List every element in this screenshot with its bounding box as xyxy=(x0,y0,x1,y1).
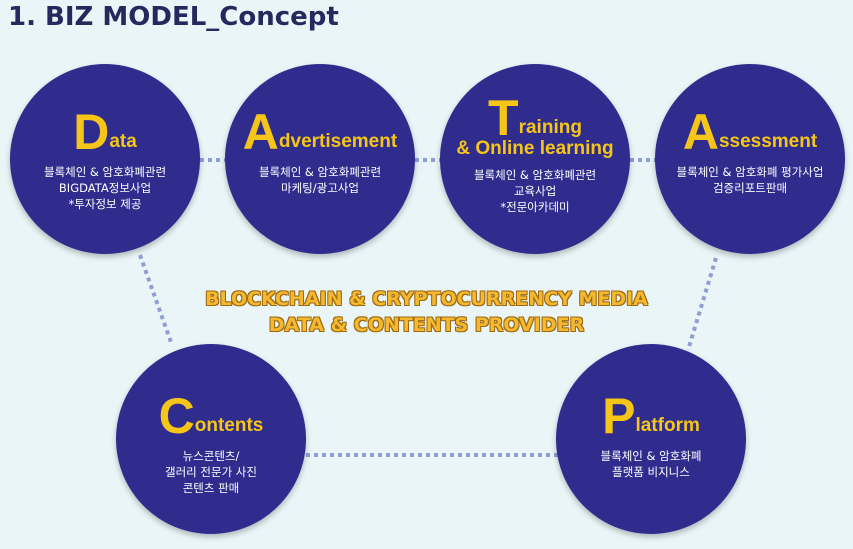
node-training-desc-line: 블록체인 & 암호화폐관련 xyxy=(473,168,597,182)
node-advertisement: A dvertisement 블록체인 & 암호화폐관련 마케팅/광고사업 xyxy=(225,64,415,254)
node-advertisement-desc: 블록체인 & 암호화폐관련 마케팅/광고사업 xyxy=(259,164,381,196)
node-training-rest: raining xyxy=(518,117,582,138)
node-data: D ata 블록체인 & 암호화폐관련 BIGDATA정보사업 *투자정보 제공 xyxy=(10,64,200,254)
node-training-desc-line: *전문아카데미 xyxy=(500,200,570,214)
node-advertisement-desc-line: 마케팅/광고사업 xyxy=(281,181,359,195)
node-contents-desc: 뉴스콘텐츠/ 갤러리 전문가 사진 콘텐츠 판매 xyxy=(165,448,257,496)
center-statement-line1: BLOCKCHAIN & CRYPTOCURRENCY MEDIA xyxy=(205,288,648,310)
node-platform-headline: P latform xyxy=(602,388,700,444)
node-assessment-rest: ssessment xyxy=(718,131,818,152)
node-platform-rest: latform xyxy=(635,415,700,436)
node-advertisement-initial: A xyxy=(242,104,279,160)
node-data-initial: D xyxy=(73,104,110,160)
node-contents-desc-line: 갤러리 전문가 사진 xyxy=(165,465,257,479)
node-training-headline: T raining & Online learning xyxy=(456,90,614,159)
node-contents-rest: ontents xyxy=(194,415,264,436)
node-platform: P latform 블록체인 & 암호화폐 플랫폼 비지니스 xyxy=(556,344,746,534)
node-data-desc-line: 블록체인 & 암호화폐관련 xyxy=(43,165,167,179)
node-training-desc-line: 교육사업 xyxy=(513,184,557,198)
node-data-desc: 블록체인 & 암호화폐관련 BIGDATA정보사업 *투자정보 제공 xyxy=(44,164,166,212)
node-platform-desc: 블록체인 & 암호화폐 플랫폼 비지니스 xyxy=(601,448,702,480)
node-training: T raining & Online learning 블록체인 & 암호화폐관… xyxy=(440,64,630,254)
node-contents-initial: C xyxy=(158,388,195,444)
node-assessment-desc: 블록체인 & 암호화폐 평가사업 검증리포트판매 xyxy=(677,164,824,196)
center-statement-line2: DATA & CONTENTS PROVIDER xyxy=(268,314,585,336)
center-statement: BLOCKCHAIN & CRYPTOCURRENCY MEDIA DATA &… xyxy=(0,286,853,338)
node-platform-initial: P xyxy=(602,388,636,444)
node-training-desc: 블록체인 & 암호화폐관련 교육사업 *전문아카데미 xyxy=(474,167,596,215)
node-contents-desc-line: 콘텐츠 판매 xyxy=(182,481,240,495)
page-title: 1. BIZ MODEL_Concept xyxy=(8,2,339,32)
node-assessment-desc-line: 블록체인 & 암호화폐 평가사업 xyxy=(676,165,824,179)
node-data-rest: ata xyxy=(109,131,137,152)
node-assessment-desc-line: 검증리포트판매 xyxy=(712,181,788,195)
node-contents: C ontents 뉴스콘텐츠/ 갤러리 전문가 사진 콘텐츠 판매 xyxy=(116,344,306,534)
node-contents-desc-line: 뉴스콘텐츠/ xyxy=(182,449,240,463)
node-platform-desc-line: 플랫폼 비지니스 xyxy=(612,465,690,479)
node-assessment-initial: A xyxy=(682,104,719,160)
node-data-desc-line: BIGDATA정보사업 xyxy=(58,181,152,195)
node-platform-desc-line: 블록체인 & 암호화폐 xyxy=(600,449,702,463)
connector-assessment-platform xyxy=(686,257,718,351)
node-advertisement-desc-line: 블록체인 & 암호화폐관련 xyxy=(258,165,382,179)
node-data-headline: D ata xyxy=(73,104,137,160)
node-training-initial: T xyxy=(488,90,519,146)
node-assessment-headline: A ssessment xyxy=(682,104,818,160)
node-contents-headline: C ontents xyxy=(158,388,264,444)
node-assessment: A ssessment 블록체인 & 암호화폐 평가사업 검증리포트판매 xyxy=(655,64,845,254)
node-advertisement-rest: dvertisement xyxy=(278,131,398,152)
node-advertisement-headline: A dvertisement xyxy=(242,104,398,160)
node-data-desc-line: *투자정보 제공 xyxy=(68,197,142,211)
node-training-rest2: & Online learning xyxy=(456,138,614,159)
